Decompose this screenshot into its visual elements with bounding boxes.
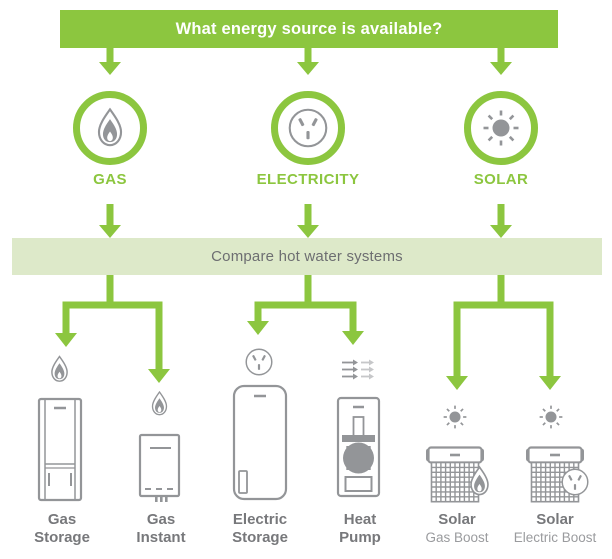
compare-band-label: Compare hot water systems — [211, 248, 403, 265]
solar-collector-electric-boost-icon — [526, 446, 589, 504]
compare-band: Compare hot water systems — [12, 238, 602, 275]
system-label-solar-gas-boost: Solar Gas Boost — [397, 511, 517, 547]
heat-pump-unit-icon — [336, 396, 381, 498]
arrow-banner-to-solar — [490, 48, 512, 75]
solar-circle-badge — [464, 91, 538, 165]
solar-collector-gas-boost-icon — [426, 446, 489, 504]
system-label-line1: Solar — [438, 511, 476, 528]
electric-boost-plug-icon — [561, 468, 589, 496]
solar-branch-connector — [446, 274, 561, 390]
arrow-solar-to-band — [490, 204, 512, 238]
solar-gas-sun-icon — [442, 404, 468, 430]
electricity-branch-connector — [247, 274, 364, 345]
electric-plug-icon — [245, 348, 273, 376]
arrow-banner-to-gas — [99, 48, 121, 75]
gas-circle-badge — [73, 91, 147, 165]
system-label-line2: Pump — [339, 529, 381, 546]
system-label-line2: Electric Boost — [513, 530, 597, 545]
gas-instant-flame-icon — [151, 391, 168, 416]
system-label-line2: Gas Boost — [425, 530, 489, 545]
electricity-circle-badge — [271, 91, 345, 165]
gas-storage-tank-icon — [37, 397, 83, 502]
system-label-line2: Storage — [34, 529, 90, 546]
system-label-gas-storage: Gas Storage — [2, 511, 122, 547]
gas-branch-connector — [55, 274, 170, 383]
system-label-heat-pump: Heat Pump — [300, 511, 420, 547]
gas-storage-flame-icon — [51, 355, 68, 382]
banner-title: What energy source is available? — [175, 19, 443, 38]
system-label-line1: Solar — [536, 511, 574, 528]
solar-electric-sun-icon — [538, 404, 564, 430]
arrow-electricity-to-band — [297, 204, 319, 238]
system-label-line1: Heat — [343, 511, 377, 528]
system-label-line1: Gas — [146, 511, 176, 528]
system-label-solar-electric-boost: Solar Electric Boost — [495, 511, 612, 547]
source-label-solar: SOLAR — [473, 171, 529, 188]
airflow-icon — [342, 359, 374, 380]
question-banner: What energy source is available? — [60, 10, 558, 48]
system-label-line1: Electric — [232, 511, 288, 528]
system-label-line2: Instant — [136, 529, 186, 546]
power-outlet-icon — [288, 108, 328, 148]
source-label-gas: GAS — [93, 171, 127, 188]
electric-storage-tank-icon — [232, 384, 288, 501]
system-label-gas-instant: Gas Instant — [101, 511, 221, 547]
system-label-line1: Gas — [47, 511, 77, 528]
system-label-electric-storage: Electric Storage — [200, 511, 320, 547]
arrow-banner-to-electricity — [297, 48, 319, 75]
gas-instant-unit-icon — [138, 433, 181, 502]
arrow-gas-to-band — [99, 204, 121, 238]
source-label-electricity: ELECTRICITY — [256, 171, 360, 188]
system-label-line2: Storage — [232, 529, 288, 546]
